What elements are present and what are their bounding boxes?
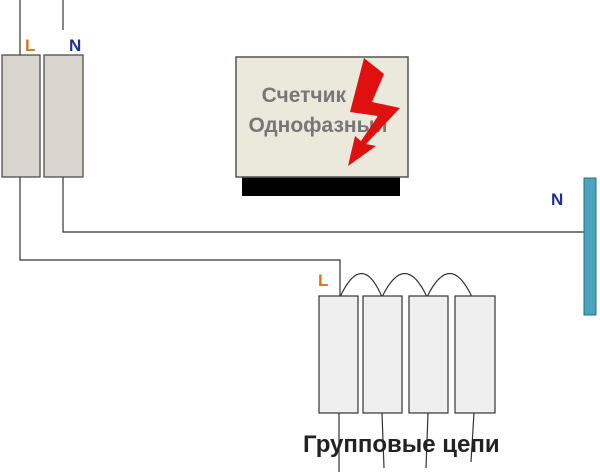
group-breaker-3 bbox=[408, 295, 449, 414]
meter-label-1: Счетчик bbox=[262, 84, 347, 107]
out-wire-3 bbox=[425, 412, 429, 469]
out-wire-2 bbox=[381, 412, 385, 469]
label-n-bar: N bbox=[551, 190, 563, 209]
neutral-bus-bar bbox=[583, 177, 597, 316]
group-breaker-2 bbox=[362, 295, 403, 414]
main-breaker-l bbox=[1, 54, 41, 178]
jumper-arches bbox=[339, 272, 473, 299]
label-l-top: L bbox=[25, 36, 35, 55]
group-circuits-title: Групповые цепи bbox=[303, 431, 500, 458]
label-l-group: L bbox=[318, 271, 328, 290]
group-breaker-1 bbox=[318, 295, 359, 414]
wire-l bbox=[19, 177, 341, 297]
group-breaker-4 bbox=[454, 295, 496, 414]
label-n-top: N bbox=[69, 36, 81, 55]
lightning-bolt-icon bbox=[348, 58, 400, 166]
meter-base bbox=[242, 176, 400, 196]
meter-label-2: Однофазный bbox=[249, 114, 388, 137]
main-breaker-n bbox=[43, 54, 84, 178]
wire-n bbox=[62, 177, 584, 233]
out-wire-4 bbox=[470, 412, 475, 463]
